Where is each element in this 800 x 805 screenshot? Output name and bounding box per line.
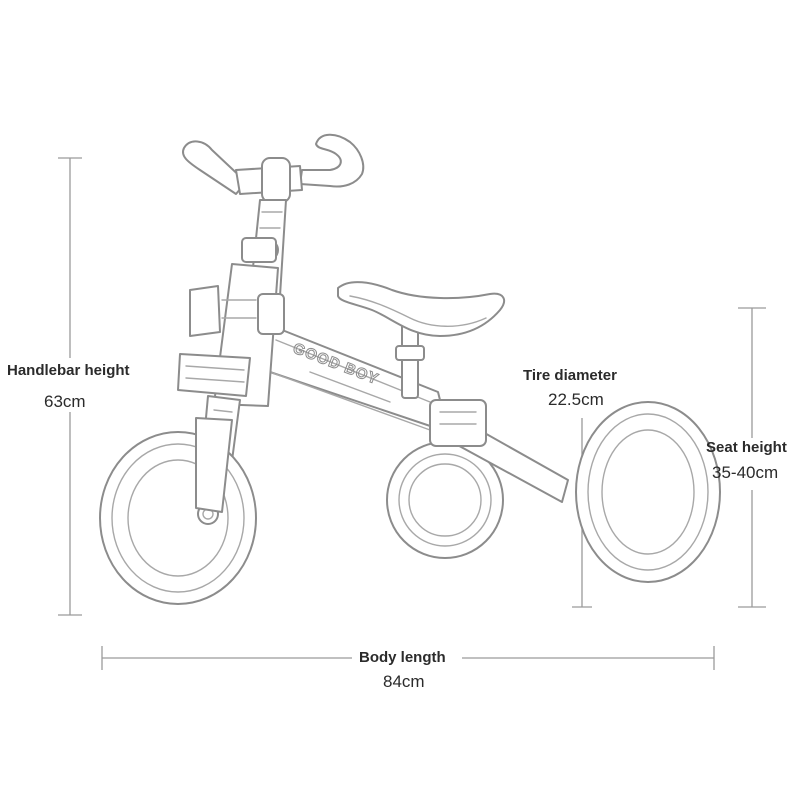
front-wheel xyxy=(99,417,257,605)
seat xyxy=(337,281,506,337)
seat-height-value: 35-40cm xyxy=(712,463,779,482)
tire-diameter-value: 22.5cm xyxy=(548,390,604,409)
body-length-label: Body length xyxy=(359,649,446,666)
bike-frame: GOOD BOY xyxy=(261,317,569,503)
handlebar-height-value: 63cm xyxy=(44,392,86,411)
tire-diameter-label: Tire diameter xyxy=(523,367,617,384)
rear-right-wheel xyxy=(575,401,721,583)
handlebar-height-label: Handlebar height xyxy=(7,362,130,379)
seat-height-label: Seat height xyxy=(706,439,787,456)
body-length-value: 84cm xyxy=(383,672,425,691)
handlebar-height-guide xyxy=(58,157,82,616)
body-length-guide xyxy=(101,646,715,670)
seat-height-guide xyxy=(738,307,766,608)
